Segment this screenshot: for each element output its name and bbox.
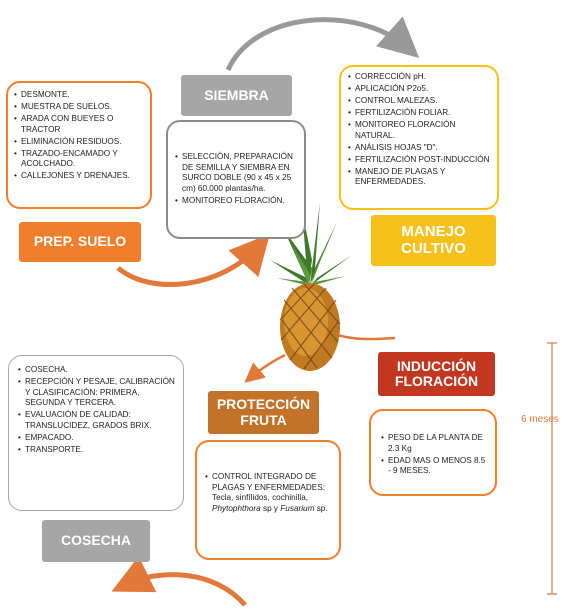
prep-suelo-list: DESMONTE.MUESTRA DE SUELOS.ARADA CON BUE… — [14, 90, 143, 182]
manejo-cultivo-item: MANEJO DE PLAGAS Y ENFERMEDADES. — [348, 167, 490, 188]
manejo-cultivo-item: CORRECCIÓN pH. — [348, 72, 490, 83]
siembra-box: SELECCIÓN, PREPARACIÓN DE SEMILLA Y SIEM… — [166, 120, 306, 239]
cosecha-item: EVALUACIÓN DE CALIDAD: TRANSLUCIDEZ, GRA… — [18, 410, 175, 431]
arrow-to-cosecha — [111, 556, 247, 607]
manejo-cultivo-item: ANÁLISIS HOJAS "D". — [348, 143, 490, 154]
prep-suelo-item: ELIMINACIÓN RESIDUOS. — [14, 137, 143, 148]
manejo-cultivo-list: CORRECCIÓN pH.APLICACIÓN P2o5.CONTROL MA… — [348, 72, 490, 188]
induccion-floracion-list: PESO DE LA PLANTA DE 2.3 KgEDAD MAS O ME… — [381, 433, 487, 477]
manejo-cultivo-item: CONTROL MALEZAS. — [348, 96, 490, 107]
prep-suelo-label: PREP. SUELO — [19, 222, 141, 262]
induccion-item: EDAD MAS O MENOS 8.5 - 9 MESES. — [381, 456, 487, 477]
prep-suelo-item: MUESTRA DE SUELOS. — [14, 102, 143, 113]
prep-suelo-item: ARADA CON BUEYES O TRACTOR — [14, 114, 143, 135]
induccion-floracion-box: PESO DE LA PLANTA DE 2.3 KgEDAD MAS O ME… — [369, 409, 497, 496]
cosecha-item: TRANSPORTE. — [18, 445, 175, 456]
manejo-cultivo-label: MANEJO CULTIVO — [371, 215, 496, 266]
timeline-bracket — [547, 342, 557, 595]
induccion-floracion-label: INDUCCIÓN FLORACIÓN — [378, 352, 495, 396]
siembra-item: SELECCIÓN, PREPARACIÓN DE SEMILLA Y SIEM… — [175, 152, 297, 194]
arrow-to-proteccion — [244, 353, 286, 383]
prep-suelo-item: DESMONTE. — [14, 90, 143, 101]
manejo-cultivo-item: APLICACIÓN P2o5. — [348, 84, 490, 95]
prep-suelo-item: TRAZADO-ENCAMADO Y ACOLCHADO. — [14, 149, 143, 170]
duration-label: 6 meses — [521, 414, 559, 425]
manejo-cultivo-item: MONITOREO FLORACIÓN NATURAL. — [348, 120, 490, 141]
siembra-item: MONITOREO FLORACIÓN. — [175, 196, 297, 207]
proteccion-fruta-label: PROTECCIÓN FRUTA — [208, 391, 319, 434]
pineapple-icon — [270, 202, 352, 371]
cosecha-item: COSECHA. — [18, 365, 175, 376]
cosecha-item: RECEPCIÓN Y PESAJE, CALIBRACIÓN Y CLASIF… — [18, 377, 175, 409]
cosecha-label: COSECHA — [42, 520, 150, 562]
arrow-siembra-to-manejo — [225, 16, 420, 72]
manejo-cultivo-box: CORRECCIÓN pH.APLICACIÓN P2o5.CONTROL MA… — [339, 65, 499, 210]
siembra-list: SELECCIÓN, PREPARACIÓN DE SEMILLA Y SIEM… — [175, 152, 297, 206]
arrow-prep-to-siembra — [116, 233, 270, 287]
cosecha-box: COSECHA.RECEPCIÓN Y PESAJE, CALIBRACIÓN … — [8, 355, 184, 511]
proteccion-item: CONTROL INTEGRADO DE PLAGAS Y ENFERMEDAD… — [205, 472, 331, 514]
proteccion-fruta-box: CONTROL INTEGRADO DE PLAGAS Y ENFERMEDAD… — [195, 440, 341, 560]
prep-suelo-box: DESMONTE.MUESTRA DE SUELOS.ARADA CON BUE… — [6, 81, 152, 209]
induccion-item: PESO DE LA PLANTA DE 2.3 Kg — [381, 433, 487, 454]
manejo-cultivo-item: FERTILIZACIÓN POST-INDUCCIÓN — [348, 155, 490, 166]
proteccion-fruta-list: CONTROL INTEGRADO DE PLAGAS Y ENFERMEDAD… — [205, 472, 331, 514]
cosecha-item: EMPACADO. — [18, 433, 175, 444]
cosecha-list: COSECHA.RECEPCIÓN Y PESAJE, CALIBRACIÓN … — [18, 365, 175, 455]
manejo-cultivo-item: FERTILIZACIÓN FOLIAR. — [348, 108, 490, 119]
prep-suelo-item: CALLEJONES Y DRENAJES. — [14, 171, 143, 182]
siembra-label: SIEMBRA — [181, 75, 292, 116]
